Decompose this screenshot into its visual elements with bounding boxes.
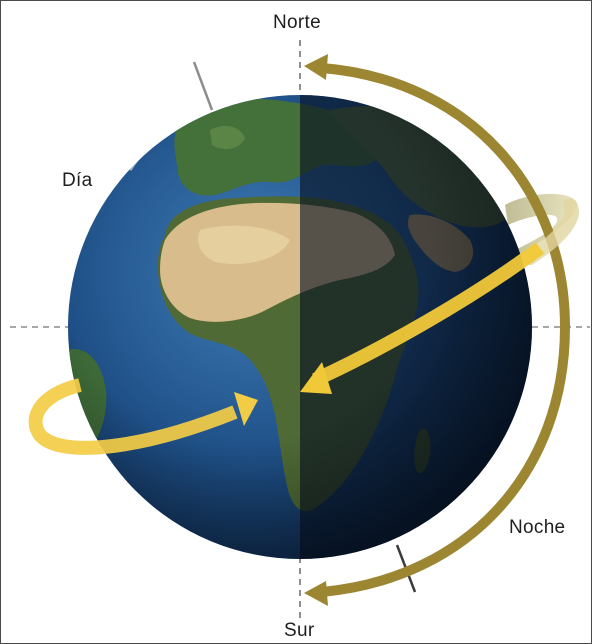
- earth-globe: [68, 95, 532, 559]
- north-south-arrow: [304, 54, 571, 606]
- rotation-arrow: [28, 198, 579, 455]
- rotation-ring-front-right: [312, 242, 545, 387]
- night-label: Noche: [509, 517, 566, 538]
- axis-pole-top: [192, 61, 214, 111]
- rotation-arrowhead-right: [300, 362, 332, 394]
- north-arrowhead: [304, 54, 328, 80]
- rotation-ring-back: [505, 193, 578, 255]
- day-label: Día: [62, 170, 93, 191]
- south-arrowhead: [304, 581, 328, 606]
- north-label: Norte: [273, 12, 321, 33]
- south-label: Sur: [284, 620, 315, 641]
- rotation-ring-left: [28, 378, 238, 455]
- rotation-arrowhead-left: [234, 392, 258, 426]
